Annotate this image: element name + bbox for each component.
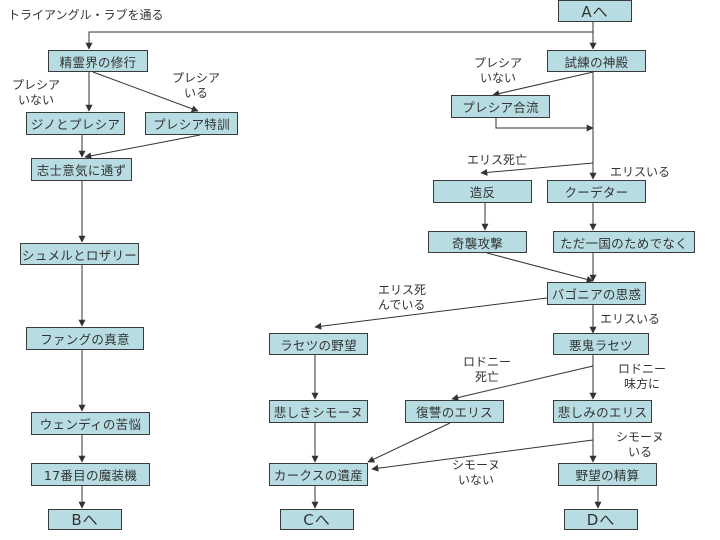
node-seireikai[interactable]: 精霊界の修行 — [48, 50, 148, 72]
node-presia-tokkun[interactable]: プレシア特訓 — [145, 112, 238, 135]
node-shumel[interactable]: シュメルとロザリー — [20, 243, 139, 265]
edge-to-zouhan — [480, 162, 594, 176]
label-elis-shibou: エリス死亡 — [467, 153, 528, 167]
node-kanashimi-elis[interactable]: 悲しみのエリス — [553, 400, 652, 423]
node-presia-goryu[interactable]: プレシア合流 — [451, 95, 550, 118]
node-jino-presia[interactable]: ジノとプレシア — [26, 112, 125, 135]
node-fang[interactable]: ファングの真意 — [26, 327, 144, 350]
label-presia-inai-right: プレシア いない — [474, 56, 523, 85]
node-c-end[interactable]: Cへ — [280, 509, 354, 530]
edge-shiren-to-goryu — [492, 71, 594, 97]
node-yabou-seisan[interactable]: 野望の精算 — [558, 463, 657, 486]
label-presia-iru: プレシア いる — [172, 71, 221, 100]
node-machine17[interactable]: 17番目の魔装機 — [31, 463, 150, 486]
label-elis-iru-1: エリスいる — [610, 165, 671, 179]
label-simone-inai: シモーヌ いない — [452, 458, 501, 487]
node-coup[interactable]: クーデター — [547, 180, 646, 203]
node-kishu[interactable]: 奇襲攻撃 — [428, 231, 527, 253]
node-rasetsu-yabou[interactable]: ラセツの野望 — [269, 333, 368, 355]
label-presia-inai-left: プレシア いない — [12, 78, 61, 107]
node-kanashiki-simone[interactable]: 悲しきシモーヌ — [269, 400, 368, 423]
edge-tokkun-to-shishi — [84, 134, 201, 160]
edge-fukushu-to-carcus — [367, 422, 451, 463]
edge-bagonia-to-rasetsu — [314, 297, 548, 330]
label-rodney-shibou: ロドニー 死亡 — [463, 355, 512, 384]
edge-seireikai-to-tokkun — [92, 71, 199, 113]
node-wendy[interactable]: ウェンディの苦悩 — [31, 412, 150, 435]
node-bagonia[interactable]: バゴニアの思惑 — [547, 282, 646, 305]
edge-goryu-to-merge — [495, 118, 594, 132]
node-carcus[interactable]: カークスの遺産 — [269, 463, 368, 486]
label-elis-shindeiru: エリス死 んでいる — [378, 283, 427, 312]
label-simone-iru: シモーヌ いる — [616, 430, 665, 459]
node-zouhan[interactable]: 造反 — [433, 180, 532, 203]
route-title: トライアングル・ラブを通る — [8, 8, 164, 22]
edge-a-to-seireikai — [85, 22, 594, 50]
label-elis-iru-2: エリスいる — [600, 312, 661, 326]
node-a-start[interactable]: Aへ — [558, 0, 632, 22]
node-akki-rasetsu[interactable]: 悪鬼ラセツ — [553, 333, 649, 355]
node-tada-ikkoku[interactable]: ただ一国のためでなく — [553, 231, 695, 253]
label-rodney-mikata: ロドニー 味方に — [618, 362, 667, 391]
node-shishi[interactable]: 志士意気に通ず — [31, 158, 132, 181]
edge-kishu-to-bagonia — [486, 252, 594, 283]
node-shiren[interactable]: 試練の神殿 — [547, 50, 646, 72]
edge-akki-to-fukushu — [451, 365, 594, 401]
node-d-end[interactable]: Dへ — [564, 509, 638, 530]
node-b-end[interactable]: Bへ — [48, 509, 122, 530]
edge-kanashimi-to-carcus — [371, 439, 594, 472]
node-fukushu-elis[interactable]: 復讐のエリス — [405, 400, 504, 423]
